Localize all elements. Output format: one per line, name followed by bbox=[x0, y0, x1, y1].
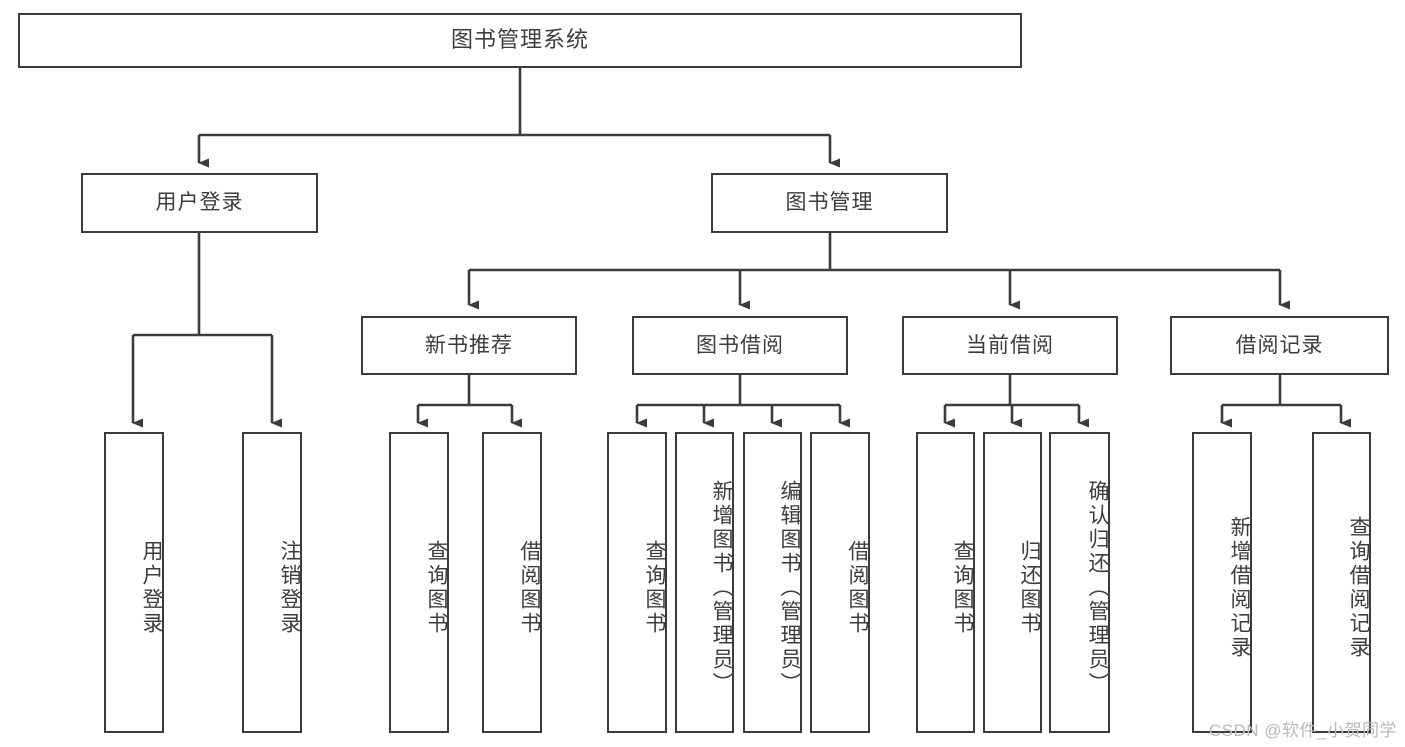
node-current-borrow[interactable]: 当前借阅 bbox=[902, 316, 1118, 375]
leaf-borrow-borrow-book[interactable]: 借阅图书 bbox=[810, 432, 870, 733]
node-book-management[interactable]: 图书管理 bbox=[711, 173, 948, 233]
node-label: 新增借阅记录 bbox=[1228, 515, 1251, 660]
node-label: 归还图书 bbox=[1018, 539, 1041, 636]
leaf-records-add-record[interactable]: 新增借阅记录 bbox=[1192, 432, 1252, 733]
node-label: 查询图书 bbox=[643, 539, 666, 636]
node-label: 注销登录 bbox=[278, 539, 301, 636]
leaf-user-login-signin[interactable]: 用户登录 bbox=[104, 432, 164, 733]
leaf-user-login-signout[interactable]: 注销登录 bbox=[242, 432, 302, 733]
watermark: CSDN @软件_小贺同学 bbox=[1208, 721, 1397, 740]
node-label: 当前借阅 bbox=[966, 333, 1054, 357]
leaf-records-query-record[interactable]: 查询借阅记录 bbox=[1312, 432, 1371, 733]
node-label: 图书借阅 bbox=[696, 333, 784, 357]
leaf-recommend-borrow-book[interactable]: 借阅图书 bbox=[482, 432, 542, 733]
node-label: 编辑图书（管理员） bbox=[778, 479, 801, 696]
node-label: 借阅图书 bbox=[518, 539, 541, 636]
node-label: 图书管理 bbox=[785, 191, 874, 215]
node-label: 新书推荐 bbox=[425, 333, 513, 357]
node-book-borrow[interactable]: 图书借阅 bbox=[632, 316, 848, 375]
node-label: 查询图书 bbox=[951, 539, 974, 636]
node-root-system[interactable]: 图书管理系统 bbox=[18, 13, 1022, 68]
node-label: 借阅记录 bbox=[1235, 333, 1324, 357]
node-label: 用户登录 bbox=[155, 191, 244, 215]
node-new-book-recommend[interactable]: 新书推荐 bbox=[361, 316, 577, 375]
leaf-current-confirm-return-admin[interactable]: 确认归还（管理员） bbox=[1049, 432, 1110, 733]
node-label: 查询图书 bbox=[425, 539, 448, 636]
leaf-current-return-book[interactable]: 归还图书 bbox=[983, 432, 1042, 733]
node-label: 新增图书（管理员） bbox=[710, 479, 733, 696]
node-label: 确认归还（管理员） bbox=[1086, 479, 1109, 696]
leaf-borrow-query-book[interactable]: 查询图书 bbox=[607, 432, 667, 733]
node-label: 用户登录 bbox=[140, 539, 163, 636]
node-borrow-records[interactable]: 借阅记录 bbox=[1170, 316, 1389, 375]
leaf-recommend-query-book[interactable]: 查询图书 bbox=[389, 432, 449, 733]
leaf-borrow-edit-book-admin[interactable]: 编辑图书（管理员） bbox=[743, 432, 802, 733]
node-label: 借阅图书 bbox=[846, 539, 869, 636]
leaf-borrow-add-book-admin[interactable]: 新增图书（管理员） bbox=[675, 432, 734, 733]
node-label: 查询借阅记录 bbox=[1347, 515, 1370, 660]
node-label: 图书管理系统 bbox=[450, 27, 589, 53]
node-user-login[interactable]: 用户登录 bbox=[81, 173, 318, 233]
leaf-current-query-book[interactable]: 查询图书 bbox=[916, 432, 975, 733]
